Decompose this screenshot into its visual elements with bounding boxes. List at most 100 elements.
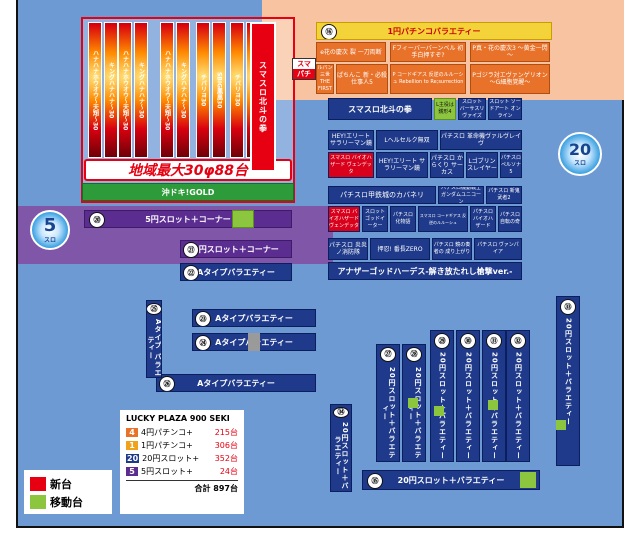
row-22: ㉒ Aタイプバラエティー <box>180 263 292 281</box>
feature-machine-label: SBIG鳳凰30 <box>215 71 223 109</box>
summary-total-label: 合計 <box>194 484 211 493</box>
bank-16: ⑯ 1円パチンコバラエティー <box>316 22 552 40</box>
summary-name: 1円パチンコ+ <box>141 441 193 450</box>
feature-machine-label: チバリヨ30 <box>199 73 207 107</box>
machine: スロット バーサスリヴァイズ <box>458 98 486 120</box>
legend-item: 移動台 <box>30 494 106 510</box>
bank-vertical-num: ㉚ <box>460 333 476 349</box>
feature-machine-6: キングハナハナ～30 <box>176 22 190 158</box>
legend-item: 新台 <box>30 476 106 492</box>
machine: パチスロ からくり サーカス <box>430 152 464 178</box>
smapachi-sign: スマ パチ <box>292 58 316 80</box>
summary-name: 20円スロット+ <box>142 454 200 463</box>
feature-machine-label: ハナハナホウオウ～天翔～30 <box>91 49 99 131</box>
row-23-label: Aタイプバラエティー <box>215 313 293 323</box>
bank-vertical-num: ㉜ <box>510 333 526 349</box>
bank-vertical-num: ㉘ <box>406 347 422 362</box>
five-yen-badge: 5 スロ <box>30 210 70 250</box>
row-26: ㉖ Aタイプバラエティー <box>156 374 316 392</box>
row-24-num: ㉔ <box>195 335 211 350</box>
bank-vertical-6: ㉛20円スロット＋バラエティー <box>482 330 506 462</box>
moved-machine <box>556 420 566 430</box>
feature-machine-label: ハナハナホウオウ～天翔～30 <box>163 49 171 131</box>
smapachi-line2: パチ <box>293 69 315 79</box>
machine: ぱちんこ 新・必殺仕事人5 <box>336 64 388 94</box>
row-35: ㉟ 20円スロット＋バラエティー <box>362 470 540 490</box>
row-21-num: ㉑ <box>183 242 199 258</box>
summary-name: 5円スロット+ <box>141 467 193 476</box>
bank-vertical-label: 20円スロット＋バラエティー <box>514 352 523 460</box>
machine: アナザーゴッドハーデス-解き放たれし槍撃ver.- <box>328 262 522 280</box>
twenty-yen-badge: 20 スロ <box>558 132 602 176</box>
bank-vertical-9: ㉞ 20円スロット＋バラエティー <box>330 404 352 492</box>
feature-machine-7: チバリヨ30 <box>196 22 210 158</box>
feature-machine-8: SBIG鳳凰30 <box>212 22 226 158</box>
five-yen-badge-main: 5 <box>43 214 57 236</box>
legend-label: 新台 <box>50 478 72 491</box>
summary-total-row: 合計 897台 <box>126 480 238 494</box>
machine: e花の慶次 裂 一刀両断 <box>316 42 386 62</box>
summary-count: 215台 <box>214 428 238 437</box>
machine: L主役は銭形4 <box>434 98 456 120</box>
machine: パチスロ ペルソナ5 <box>500 152 522 178</box>
machine: スマスロ コードギアス 反逆のルルーシュ <box>418 206 468 232</box>
feature-machine-label: キングハナハナ～30 <box>179 61 187 119</box>
summary-tag: 20 <box>126 454 140 463</box>
feature-machine-3: ハナハナホウオウ～天翔～30 <box>118 22 132 158</box>
moved-machine <box>248 333 260 351</box>
row-35-label: 20円スロット＋バラエティー <box>397 475 505 485</box>
machine: Lゴブリン スレイヤー <box>466 152 498 178</box>
bank-vertical-label: 20円スロット＋バラエティー <box>439 352 447 460</box>
row-21-label: 5円スロット＋コーナー <box>193 244 279 254</box>
feature-machine-1: ハナハナホウオウ～天翔～30 <box>88 22 102 158</box>
machine: Fフィーバーバーンベル 初手白押すぞ? <box>390 42 466 62</box>
bank-vertical-num: ㉞ <box>333 407 349 419</box>
bank-16-num: ⑯ <box>321 24 337 39</box>
bank-vertical-4: ㉙20円スロット＋バラエティー <box>430 330 454 462</box>
legend-lines: 新台移動台 <box>30 476 106 510</box>
legend: 新台移動台 <box>24 470 112 514</box>
machine: P コードギアス 反逆のルルーシュ Rebellion to Re;surrec… <box>390 64 466 94</box>
feature-machine-label: キングハナハナ～30 <box>107 61 115 119</box>
bank-vertical-num: ㉕ <box>147 303 161 316</box>
legend-swatch <box>30 477 46 491</box>
bank-vertical-num: ㉝ <box>560 299 576 315</box>
twenty-yen-badge-sub: スロ <box>573 159 586 167</box>
machine: パチスロ 炎炎ノ消防隊 <box>328 238 368 260</box>
machine: パチスロ 革命機ヴァルヴレイヴ <box>440 130 522 150</box>
twenty-yen-badge-main: 20 <box>568 139 592 159</box>
summary-count: 24台 <box>219 467 238 476</box>
feature-machine-label: キングハナハナ～30 <box>137 61 145 119</box>
machine: パチスロ バイオハザード <box>470 206 496 232</box>
row-20-label: 5円スロット＋コーナー <box>145 214 231 224</box>
moved-machine <box>488 400 498 410</box>
machine: パチスロ ヴァンパイア <box>474 238 522 260</box>
summary-total: 897台 <box>213 484 238 493</box>
bank-vertical-7: ㉜ 20円スロット＋バラエティー <box>506 330 530 462</box>
summary-count: 306台 <box>214 441 238 450</box>
hokuto-label: スマスロ北斗の拳 <box>258 61 268 133</box>
machine: スマスロ バイオハザード ヴェンデッタ <box>328 152 374 178</box>
moved-machine <box>434 406 444 416</box>
summary-tag: 5 <box>126 467 138 476</box>
machine: スロット ゴッドイーター <box>362 206 388 232</box>
smapachi-line1: スマ <box>297 60 311 68</box>
bank-vertical-num: ㉛ <box>486 333 502 349</box>
machine: スマスロ北斗の拳 <box>328 98 432 120</box>
moved-machine <box>408 398 418 408</box>
row-21: ㉑ 5円スロット＋コーナー <box>180 240 292 258</box>
bank-vertical-num: ㉗ <box>380 347 396 362</box>
hokuto-bank: スマスロ北斗の拳 <box>250 22 276 172</box>
feature-sub: 沖ドキ!GOLD <box>82 183 294 201</box>
row-20-num: ⑳ <box>89 212 105 228</box>
moved-machines <box>520 472 536 488</box>
summary-name: 4円パチンコ+ <box>141 428 193 437</box>
bank-vertical-label: 20円スロット＋バラエティー <box>334 422 349 490</box>
